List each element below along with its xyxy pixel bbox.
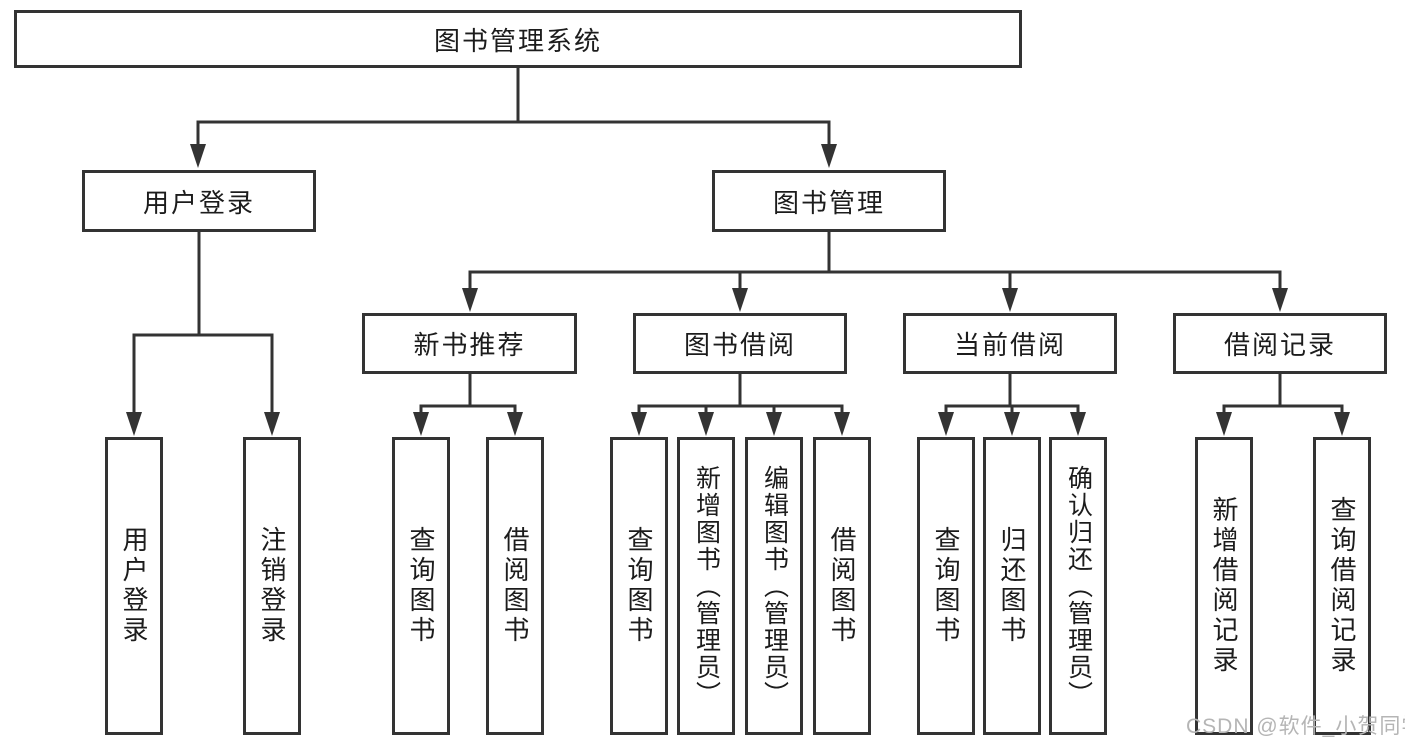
node-root: 图书管理系统	[14, 10, 1022, 68]
leaf-confirm-return-admin: 确认归还（管理员）	[1049, 437, 1107, 735]
node-new-book-recommendation-label: 新书推荐	[413, 330, 526, 360]
leaf-edit-book-admin-label: 编辑图书（管理员）	[760, 464, 789, 708]
node-root-label: 图书管理系统	[433, 25, 602, 56]
leaf-query-books-current: 查询图书	[917, 437, 975, 735]
leaf-logout-login: 注销登录	[243, 437, 301, 735]
node-book-borrowing: 图书借阅	[633, 313, 847, 374]
leaf-return-books: 归还图书	[983, 437, 1041, 735]
leaf-query-borrow-record-label: 查询借阅记录	[1327, 496, 1357, 676]
leaf-borrow-books-borrow-label: 借阅图书	[827, 526, 857, 646]
leaf-query-borrow-record: 查询借阅记录	[1313, 437, 1371, 735]
leaf-logout-login-label: 注销登录	[257, 526, 287, 646]
node-new-book-recommendation: 新书推荐	[362, 313, 577, 374]
leaf-query-books-borrow: 查询图书	[610, 437, 668, 735]
leaf-user-login-label: 用户登录	[119, 526, 149, 646]
leaf-borrow-books-newrec: 借阅图书	[486, 437, 544, 735]
leaf-borrow-books-newrec-label: 借阅图书	[500, 526, 530, 646]
node-borrowing-records: 借阅记录	[1173, 313, 1387, 374]
node-book-management-label: 图书管理	[772, 187, 885, 218]
node-user-login-label: 用户登录	[142, 187, 255, 218]
leaf-query-books-borrow-label: 查询图书	[624, 526, 654, 646]
node-book-borrowing-label: 图书借阅	[683, 330, 796, 360]
leaf-add-borrow-record: 新增借阅记录	[1195, 437, 1253, 735]
node-current-borrowing: 当前借阅	[903, 313, 1117, 374]
leaf-query-books-current-label: 查询图书	[931, 526, 961, 646]
leaf-query-books-newrec-label: 查询图书	[406, 526, 436, 646]
leaf-add-borrow-record-label: 新增借阅记录	[1209, 496, 1239, 676]
node-borrowing-records-label: 借阅记录	[1223, 330, 1336, 360]
node-book-management: 图书管理	[712, 170, 946, 232]
leaf-edit-book-admin: 编辑图书（管理员）	[745, 437, 803, 735]
node-user-login: 用户登录	[82, 170, 316, 232]
leaf-borrow-books-borrow: 借阅图书	[813, 437, 871, 735]
leaf-query-books-newrec: 查询图书	[392, 437, 450, 735]
leaf-add-book-admin: 新增图书（管理员）	[677, 437, 735, 735]
leaf-add-book-admin-label: 新增图书（管理员）	[692, 464, 721, 708]
leaf-return-books-label: 归还图书	[997, 526, 1027, 646]
watermark-text: CSDN @软件_小贺同学	[1186, 715, 1405, 738]
leaf-user-login: 用户登录	[105, 437, 163, 735]
leaf-confirm-return-admin-label: 确认归还（管理员）	[1064, 464, 1093, 708]
node-current-borrowing-label: 当前借阅	[953, 330, 1066, 360]
